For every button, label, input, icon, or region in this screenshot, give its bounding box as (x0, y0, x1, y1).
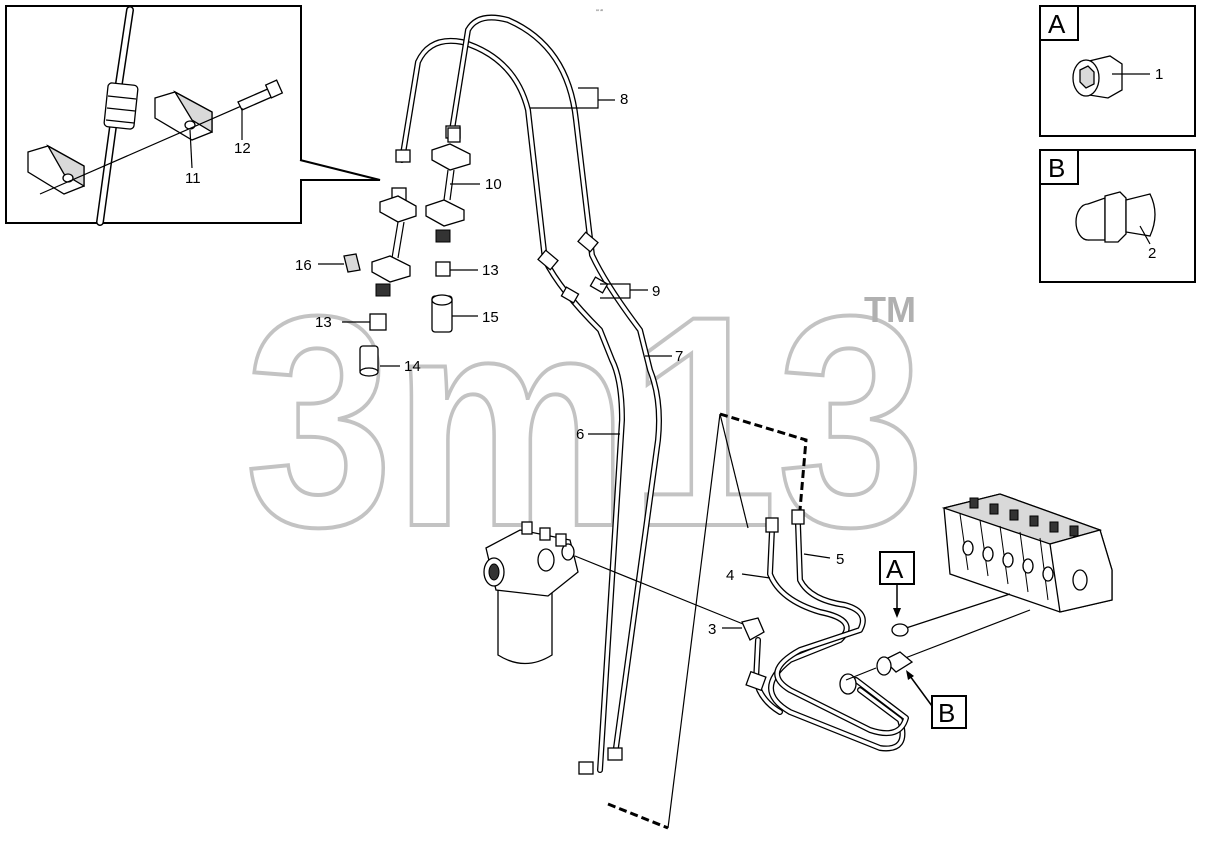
callout-8: 8 (620, 91, 628, 108)
watermark-trademark: TM (864, 289, 916, 330)
watermark: 3m13 TM (243, 251, 927, 591)
view-marker-a-letter: A (886, 554, 904, 584)
callout-12: 12 (234, 140, 251, 157)
view-marker-b: B (906, 670, 967, 729)
clamp-fittings: 10 13 15 13 14 16 (295, 127, 502, 377)
callout-7: 7 (675, 348, 683, 365)
callout-13-right: 13 (482, 262, 499, 279)
watermark-text: 3m13 (245, 253, 925, 589)
detail-box-a-letter: A (1048, 9, 1066, 39)
control-valve (845, 493, 1113, 681)
header-code: ′″ ‴ (596, 10, 604, 16)
return-hoses: 3 4 5 (607, 412, 909, 830)
callout-11: 11 (185, 170, 201, 187)
callout-10: 10 (485, 176, 502, 193)
callout-1: 1 (1155, 66, 1163, 83)
detail-box-b: B 2 (1039, 149, 1196, 283)
callout-4: 4 (726, 567, 734, 584)
detail-box-a: A 1 (1039, 5, 1196, 137)
callout-16: 16 (295, 257, 312, 274)
filter-assembly (483, 521, 749, 665)
callout-3: 3 (708, 621, 716, 638)
callout-6: 6 (576, 426, 584, 443)
view-marker-a: A (879, 551, 915, 618)
callout-2: 2 (1148, 245, 1156, 262)
callout-9: 9 (652, 283, 660, 300)
callout-14: 14 (404, 358, 421, 375)
callout-5: 5 (836, 551, 844, 568)
pipe-assembly: 8 9 7 6 (395, 14, 683, 775)
view-marker-b-letter: B (938, 698, 955, 728)
callout-13-left: 13 (315, 314, 332, 331)
inset-clamp-detail: 11 12 (5, 5, 381, 226)
callout-15: 15 (482, 309, 499, 326)
detail-box-b-letter: B (1048, 153, 1065, 183)
